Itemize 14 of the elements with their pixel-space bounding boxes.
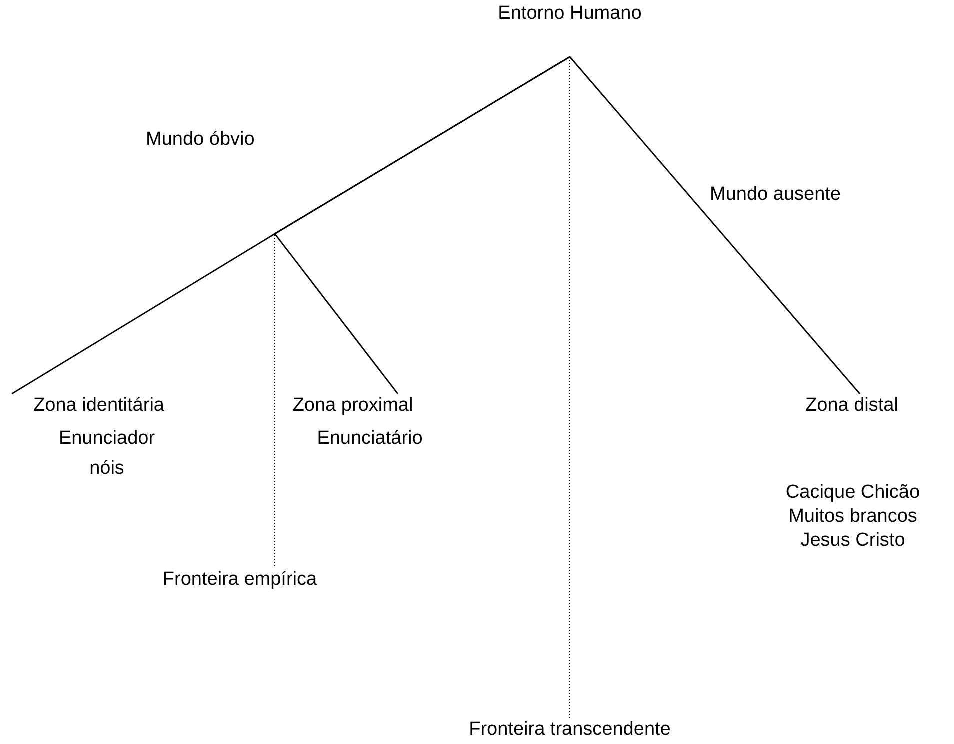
branch-line (569, 56, 861, 394)
annotation-text: Enunciador nóis (58, 427, 156, 481)
dotted-line (274, 56, 570, 568)
annotation-text: Cacique Chicão (784, 481, 922, 505)
annotation-text: Jesus Cristo (800, 529, 906, 553)
node-label: Entorno Humano (480, 2, 660, 57)
annotation-text: Enunciatário (316, 427, 424, 451)
node-label: Zona identitária (4, 394, 194, 418)
node-label: Zona proximal (278, 394, 428, 418)
node-label: Fronteira empírica (150, 568, 330, 592)
node-label: Fronteira transcendente (450, 718, 690, 742)
branch-line (274, 56, 570, 394)
node-label: Zona distal (782, 394, 922, 418)
annotation-text: Muitos brancos (788, 505, 918, 529)
